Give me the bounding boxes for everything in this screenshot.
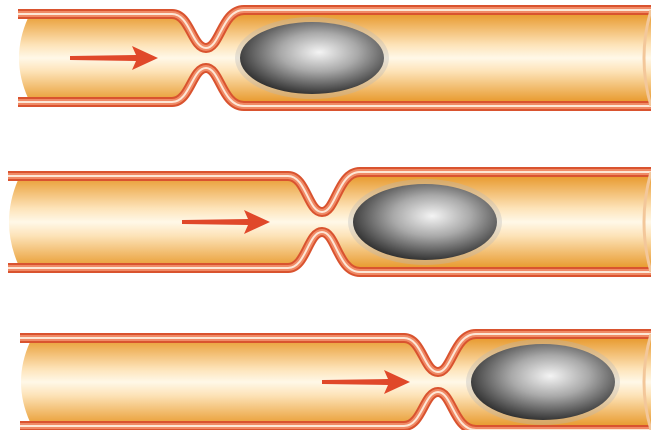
- tube-stage-3: [20, 334, 651, 430]
- lumen: [9, 176, 651, 268]
- oval-bolus-icon: [240, 22, 384, 94]
- tube-stage-2: [8, 172, 651, 272]
- tube-stage-1: [18, 10, 651, 106]
- oval-bolus-icon: [353, 184, 497, 260]
- oval-bolus-icon: [471, 344, 615, 420]
